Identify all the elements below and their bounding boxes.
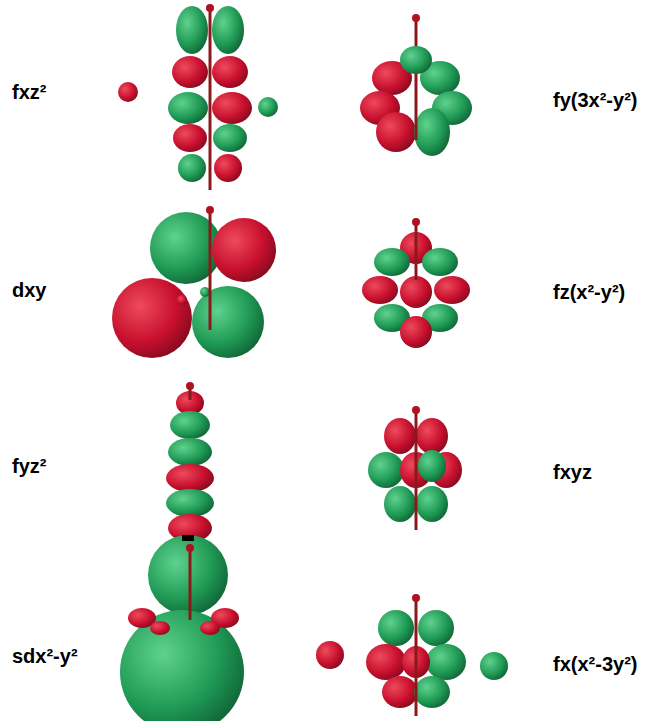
orbital-label: fy(3x²-y²) [553, 89, 637, 111]
orbital-label: fyz² [12, 455, 46, 477]
orbital-fxz2 [118, 4, 278, 190]
orbital-fxx23y2 [316, 594, 508, 716]
orbital-label: dxy [12, 279, 46, 301]
orbital-fzx2y2 [362, 218, 470, 348]
orbital-sdx2y2 [120, 535, 244, 721]
orbital-label: fxz² [12, 81, 46, 103]
orbital-label: fx(x²-3y²) [553, 653, 637, 675]
orbital-label: fxyz [553, 461, 592, 483]
orbital-label: sdx²-y² [12, 645, 78, 667]
orbital-dxy [112, 206, 276, 358]
orbital-fxyz [368, 406, 462, 530]
orbital-label: fz(x²-y²) [553, 281, 625, 303]
orbital-fy3x2y2 [360, 14, 472, 156]
